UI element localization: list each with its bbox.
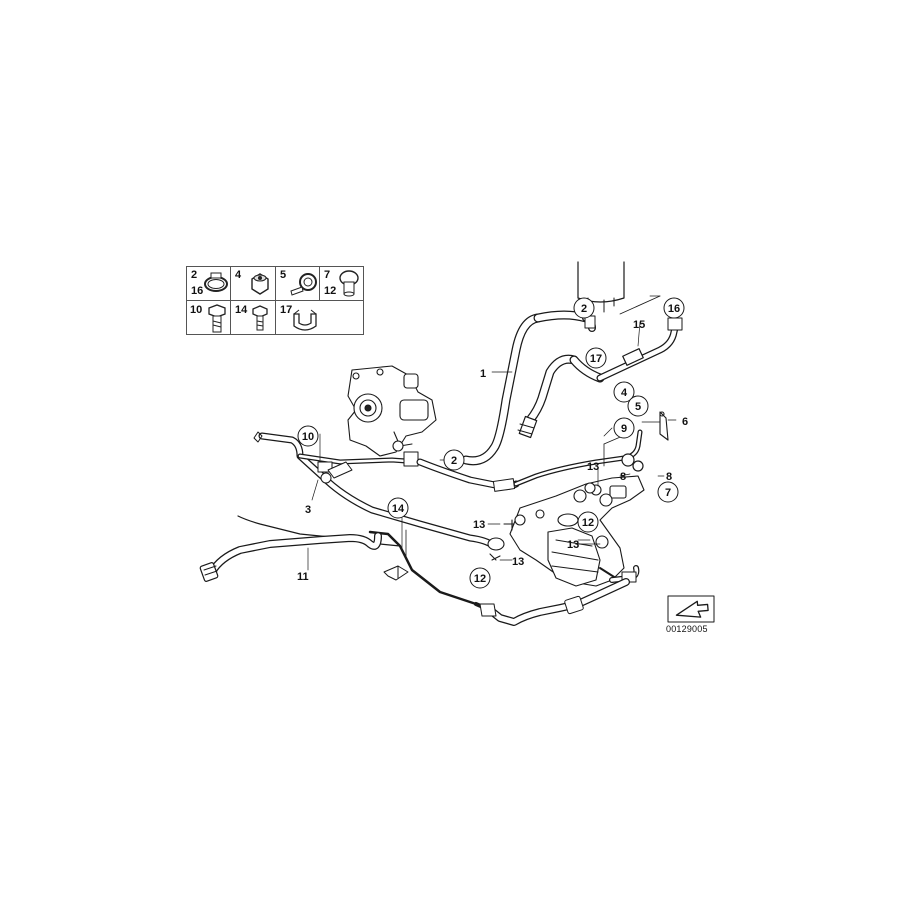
orientation-arrow-box [667, 595, 715, 623]
parts-cell-pipe-clip[interactable]: 5 [276, 266, 320, 300]
callout-12a: 12 [474, 573, 486, 585]
callout-12b: 12 [582, 517, 594, 529]
pipe-clip-icon [290, 273, 317, 296]
parts-table-grid [186, 266, 364, 335]
callout-8b: 8 [666, 471, 672, 483]
callout-13d: 13 [567, 539, 579, 551]
cooler-return-line [474, 578, 630, 626]
parts-cell-spring-clip[interactable]: 17 [276, 301, 320, 335]
hex-bolt-icon [208, 304, 226, 333]
reference-code: 00129005 [666, 624, 708, 634]
circled-callouts [297, 297, 685, 589]
parts-label: 14 [235, 304, 248, 316]
callout-13a: 13 [587, 461, 599, 473]
callout-16: 16 [668, 303, 680, 315]
callout-14: 14 [392, 503, 405, 515]
callout-6: 6 [682, 416, 688, 428]
callout-10: 10 [302, 431, 314, 443]
parts-label: 12 [324, 285, 337, 297]
callout-13c: 13 [512, 556, 524, 568]
seal-ring-icon [339, 270, 359, 297]
callout-17: 17 [590, 353, 602, 365]
pump-hose [416, 458, 520, 492]
parts-cell-hex-bolt[interactable]: 10 [186, 301, 230, 335]
callout-15: 15 [633, 319, 645, 331]
feed-hose [461, 310, 596, 466]
parts-label: 2 [191, 269, 198, 281]
parts-label: 7 [324, 269, 331, 281]
pressure-line [253, 431, 498, 550]
parts-table: 2 16 4 5 7 12 [186, 266, 364, 335]
hex-nut-icon [251, 273, 269, 295]
callout-7: 7 [665, 487, 671, 499]
long-hose-11 [199, 532, 382, 582]
parts-label: 4 [235, 269, 242, 281]
callout-4: 4 [621, 387, 628, 399]
parts-label: 16 [191, 285, 204, 297]
cooler-pipe [596, 295, 683, 382]
hose-clamp-icon [204, 272, 228, 292]
callout-11: 11 [297, 571, 309, 583]
rack-feed-pipe [609, 565, 640, 583]
return-hose [517, 354, 605, 439]
callout-5: 5 [635, 401, 641, 413]
short-bolt-icon [252, 305, 268, 331]
spring-clip-icon [293, 309, 317, 331]
parts-cell-short-bolt[interactable]: 14 [231, 301, 275, 335]
parts-cell-hose-clamp[interactable]: 2 16 [186, 266, 230, 300]
callout-3: 3 [305, 504, 311, 516]
steering-pump [347, 365, 437, 457]
parts-cell-seal-ring[interactable]: 7 12 [320, 266, 364, 300]
circled-callout-text: 2 16 17 4 5 9 2 10 14 7 12 12 [302, 303, 680, 585]
parts-label: 5 [280, 269, 287, 281]
callout-1: 1 [480, 368, 486, 380]
callout-2b: 2 [451, 455, 457, 467]
banjo-fittings [487, 482, 613, 561]
callout-13b: 13 [473, 519, 485, 531]
parts-cell-hex-nut[interactable]: 4 [231, 266, 275, 300]
bracket-6 [659, 411, 669, 441]
parts-label: 10 [190, 304, 203, 316]
callout-2a: 2 [581, 303, 587, 315]
steering-rack [509, 475, 645, 587]
parts-label: 17 [280, 304, 293, 316]
callouts: 1 3 6 8 8 11 13 13 13 13 15 [297, 319, 688, 583]
callout-8a: 8 [620, 471, 626, 483]
callout-9: 9 [621, 423, 627, 435]
return-line [513, 429, 644, 487]
